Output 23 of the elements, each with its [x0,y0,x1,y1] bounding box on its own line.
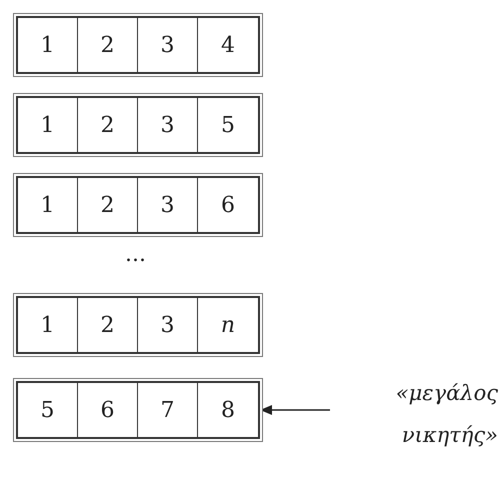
number-cell: 1 [18,18,78,72]
number-cell: 7 [138,383,198,437]
arrow [260,405,330,415]
number-cell: n [198,298,258,352]
number-cell: 5 [198,98,258,152]
number-cell: 5 [18,383,78,437]
number-cell: 8 [198,383,258,437]
number-cell: 4 [198,18,258,72]
number-cell: 3 [138,18,198,72]
number-cell: 6 [78,383,138,437]
number-cell: 2 [78,298,138,352]
number-cell: 2 [78,178,138,232]
number-cell: 2 [78,18,138,72]
number-cell: 3 [138,178,198,232]
number-cell: 3 [138,298,198,352]
number-cell: 1 [18,98,78,152]
number-cell: 1 [18,298,78,352]
number-cell: 1 [18,178,78,232]
number-cell: 3 [138,98,198,152]
number-cell: 2 [78,98,138,152]
caption-text: «μεγάλος νικητής» [330,372,498,456]
number-cell: 6 [198,178,258,232]
ellipsis: ... [125,242,146,267]
